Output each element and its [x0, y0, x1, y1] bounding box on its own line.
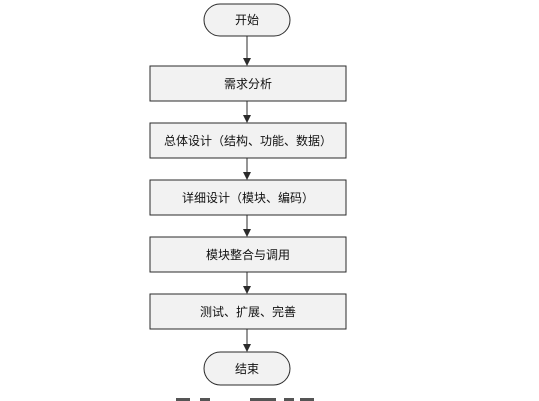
step-module-integration: [149, 236, 347, 273]
step-testing-extension: [149, 293, 347, 330]
step-requirements-analysis-label: 需求分析: [224, 77, 272, 91]
step-testing-extension-label: 测试、扩展、完善: [200, 304, 296, 319]
cropped-caption: [176, 398, 314, 401]
step-module-integration-label: 模块整合与调用: [206, 247, 290, 262]
end-terminal: [203, 351, 291, 386]
step-detailed-design: [149, 179, 347, 216]
start-label: 开始: [235, 13, 259, 27]
step-detailed-design-label: 详细设计（模块、编码）: [182, 190, 314, 205]
step-overall-design: [149, 122, 347, 159]
step-overall-design-label: 总体设计（结构、功能、数据）: [164, 133, 332, 148]
step-requirements-analysis: [149, 65, 347, 102]
end-label: 结束: [235, 362, 259, 376]
